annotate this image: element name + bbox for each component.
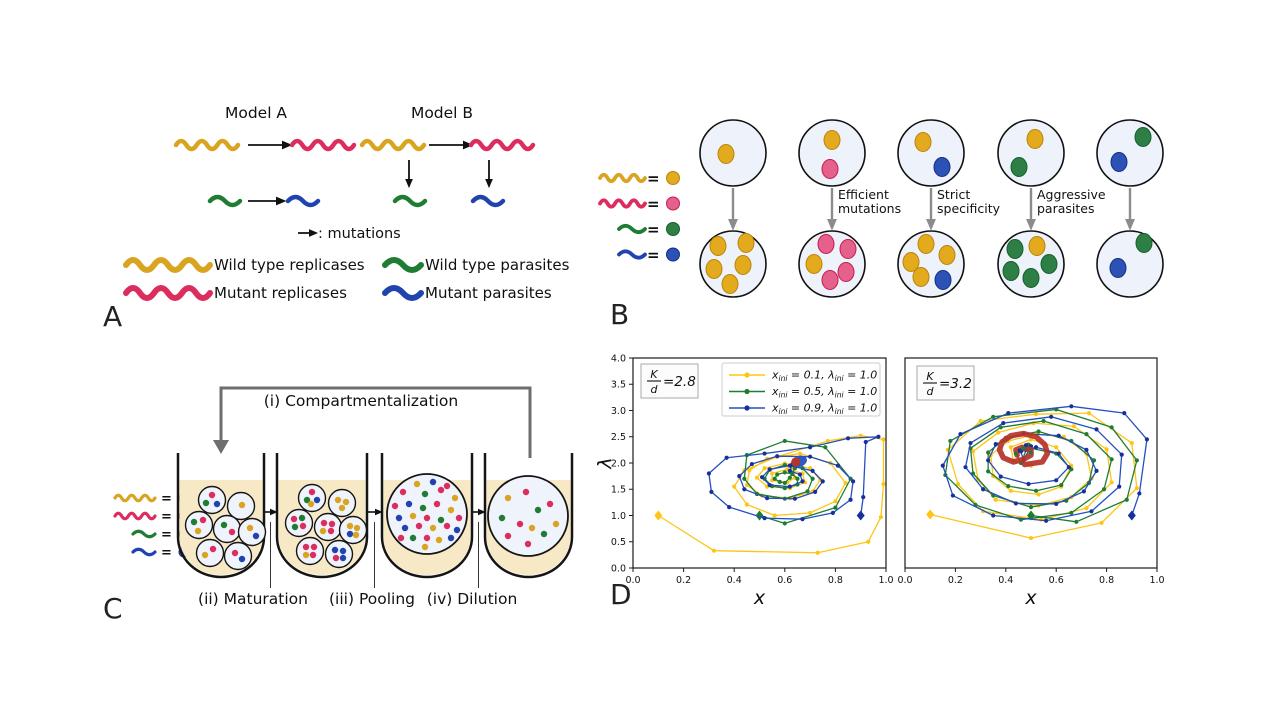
svg-text:d: d: [651, 383, 659, 396]
trajectories: [654, 433, 886, 555]
arrow-label-efficient-mutations: Efficient mutations: [838, 187, 902, 216]
step-dilution: (iv) Dilution: [426, 590, 518, 608]
svg-text:1.5: 1.5: [611, 485, 626, 496]
svg-text:=: =: [647, 220, 660, 238]
panel-a-legend-icons: [123, 257, 424, 301]
arrow-label-strict-specificity: Strict specificity: [937, 187, 1001, 216]
fixed-point-marker: [791, 457, 801, 467]
svg-text:0.2: 0.2: [948, 575, 963, 586]
mutation-arrow-icon: [298, 229, 319, 237]
step-maturation: (ii) Maturation: [198, 590, 308, 608]
svg-text:d: d: [927, 385, 935, 398]
svg-text:0.2: 0.2: [676, 575, 691, 586]
step-pooling: (iii) Pooling: [329, 590, 415, 608]
legend-mutant-parasites: Mutant parasites: [425, 284, 552, 302]
wild-type-parasite-squiggle: [617, 223, 647, 235]
panel-c-graphic: = = = =: [113, 386, 574, 588]
model-b-title: Model B: [410, 104, 474, 122]
svg-text:=: =: [161, 546, 172, 561]
svg-text:xini = 0.1, λini = 1.0: xini = 0.1, λini = 1.0: [771, 369, 877, 383]
limit-cycle: [996, 430, 1051, 468]
svg-text:3.0: 3.0: [611, 406, 626, 417]
svg-text:0.8: 0.8: [828, 575, 843, 586]
chart-kd-3.2: 0.0 0.2 0.4 0.6 0.8 1.0 x Kd =3.2: [897, 357, 1165, 609]
panel-d-charts: 0.0 0.2 0.4 0.6 0.8 1.0 0.0 0.5 1.0 1.5 2.0 2.5 3.0 3…: [594, 353, 1165, 609]
svg-text:xini = 0.5, λini = 1.0: xini = 0.5, λini = 1.0: [771, 385, 877, 399]
wild-type-parasite-squiggle: [131, 529, 157, 539]
svg-text:0.4: 0.4: [998, 575, 1013, 586]
svg-text:2.0: 2.0: [611, 458, 626, 469]
x-axis-label: x: [753, 587, 766, 609]
svg-text:0.0: 0.0: [611, 563, 626, 574]
svg-text:K: K: [926, 370, 934, 383]
kd-annotation: Kd =3.2: [916, 365, 975, 401]
mutant-parasite-squiggle: [131, 547, 157, 557]
mutation-note: : mutations: [318, 226, 401, 242]
kd-annotation: Kd =2.8: [640, 363, 699, 399]
svg-text:0.8: 0.8: [1099, 575, 1114, 586]
step-compartmentalization: (i) Compartmentalization: [263, 392, 459, 410]
mutant-replicase-squiggle: [113, 511, 157, 521]
svg-text:1.0: 1.0: [1149, 575, 1164, 586]
svg-text:0.0: 0.0: [897, 575, 912, 586]
compartments-after: [699, 230, 1164, 298]
compartments-before: [699, 119, 1164, 187]
trajectories: [926, 404, 1150, 541]
svg-text:K: K: [650, 368, 658, 381]
svg-text:=: =: [161, 528, 172, 543]
svg-text:3.5: 3.5: [611, 380, 626, 391]
svg-text:1.0: 1.0: [611, 511, 626, 522]
svg-text:=: =: [161, 510, 172, 525]
svg-text:0.5: 0.5: [611, 537, 626, 548]
svg-text:4.0: 4.0: [611, 353, 626, 364]
wild-type-replicase-squiggle: [598, 172, 647, 184]
legend-wild-type-parasites: Wild type parasites: [425, 256, 570, 274]
y-axis-label: λ: [594, 457, 616, 469]
chart-kd-2.8: 0.0 0.2 0.4 0.6 0.8 1.0 0.0 0.5 1.0 1.5 2.0 2.5 3.0 3…: [594, 353, 894, 609]
panel-a-label: A: [103, 300, 123, 333]
svg-text:1.0: 1.0: [878, 575, 893, 586]
legend-wild-type-replicases: Wild type replicases: [214, 256, 365, 274]
chart-legend: xini = 0.1, λini = 1.0 xini = 0.5, λini =…: [721, 362, 881, 417]
selection-arrows: [728, 188, 1135, 231]
model-a-title: Model A: [224, 104, 288, 122]
svg-text:=: =: [647, 169, 660, 187]
svg-text:=2.8: =2.8: [663, 374, 696, 390]
svg-text:=: =: [647, 246, 660, 264]
svg-text:=3.2: =3.2: [939, 376, 972, 392]
mutant-replicase-squiggle: [598, 198, 647, 209]
panel-a-graphic: [123, 138, 536, 301]
svg-text:0.6: 0.6: [1049, 575, 1064, 586]
wild-type-replicase-squiggle: [113, 493, 157, 503]
panel-d-label: D: [610, 578, 632, 611]
svg-text:0.6: 0.6: [777, 575, 792, 586]
panel-c-label: C: [103, 592, 123, 625]
mutant-parasite-squiggle: [617, 249, 647, 260]
svg-text:xini = 0.9, λini = 1.0: xini = 0.9, λini = 1.0: [771, 402, 877, 416]
compartmentalization-loop-arrow: [213, 386, 532, 458]
arrow-label-aggressive-parasites: Aggressive parasites: [1037, 187, 1106, 216]
model-diagrams: [173, 138, 536, 208]
svg-text:0.4: 0.4: [727, 575, 742, 586]
legend-mutant-replicases: Mutant replicases: [214, 284, 347, 302]
svg-text:=: =: [161, 492, 172, 507]
svg-text:2.5: 2.5: [611, 432, 626, 443]
svg-text:=: =: [647, 195, 660, 213]
svg-text:0.0: 0.0: [625, 575, 640, 586]
panel-b-label: B: [610, 298, 630, 331]
x-axis-label: x: [1024, 587, 1037, 609]
panel-b-graphic: = = = =: [598, 119, 1164, 298]
